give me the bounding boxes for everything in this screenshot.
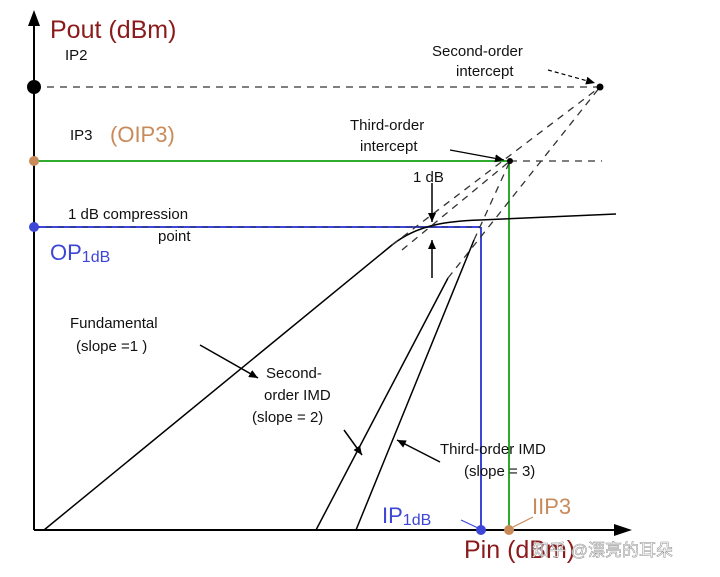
third-order-intercept-point <box>507 158 513 164</box>
third-order-fundamental-dash <box>401 160 511 251</box>
op1db-marker <box>29 222 39 232</box>
ip2-label: IP2 <box>65 47 88 64</box>
second-order-imd-label-line2: order IMD <box>264 387 331 404</box>
fundamental-label-line2: (slope =1 ) <box>76 338 147 355</box>
fundamental-callout-arrow <box>199 344 259 379</box>
third-order-intercept-arrow <box>449 149 505 163</box>
third-order-imd-line <box>355 239 475 531</box>
second-order-imd-label-line3: (slope = 2) <box>252 409 323 426</box>
oip3-label: (OIP3) <box>110 122 175 147</box>
watermark: 知乎 @漂亮的耳朵 <box>532 541 673 560</box>
third-order-imd-label-line2: (slope = 3) <box>464 463 535 480</box>
ip2-marker <box>27 80 41 94</box>
ip3-label: IP3 <box>70 127 93 144</box>
second-order-intercept-arrow <box>547 69 596 85</box>
x-axis-title: Pin (dBm) <box>464 536 575 564</box>
third-order-imd-extrapolation <box>473 160 511 241</box>
fundamental-label-line1: Fundamental <box>70 315 158 332</box>
iip3-pointer <box>512 516 534 528</box>
third-order-intercept-label-line2: intercept <box>360 138 418 155</box>
op1db-label: OP1dB <box>50 240 110 266</box>
one-db-label: 1 dB <box>413 169 444 186</box>
third-order-intercept-label-line1: Third-order <box>350 117 424 134</box>
ip1db-pointer <box>460 519 479 529</box>
second-order-intercept-label-line2: intercept <box>456 63 514 80</box>
fundamental-curve <box>43 213 617 531</box>
ip1db-label: IP1dB <box>382 503 431 529</box>
iip3-marker <box>504 525 514 535</box>
second-order-intercept-point <box>596 83 604 91</box>
second-order-imd-callout-arrow <box>343 429 363 456</box>
compression-label-line2: point <box>158 228 191 245</box>
second-order-intercept-label-line1: Second-order <box>432 43 523 60</box>
y-axis-arrowhead <box>28 10 40 26</box>
ip1db-marker <box>476 525 486 535</box>
iip3-label: IIP3 <box>532 494 571 519</box>
ip3-marker <box>29 156 39 166</box>
second-order-imd-line <box>315 277 449 531</box>
second-order-imd-label-line1: Second- <box>266 365 322 382</box>
third-order-imd-callout-arrow <box>396 439 441 463</box>
x-axis-arrowhead <box>614 524 632 536</box>
third-order-imd-label-line1: Third-order IMD <box>440 441 546 458</box>
compression-label-line1: 1 dB compression <box>68 206 188 223</box>
y-axis-title: Pout (dBm) <box>50 16 176 44</box>
fundamental-extrapolation <box>391 86 601 246</box>
second-order-imd-extrapolation <box>447 86 601 279</box>
